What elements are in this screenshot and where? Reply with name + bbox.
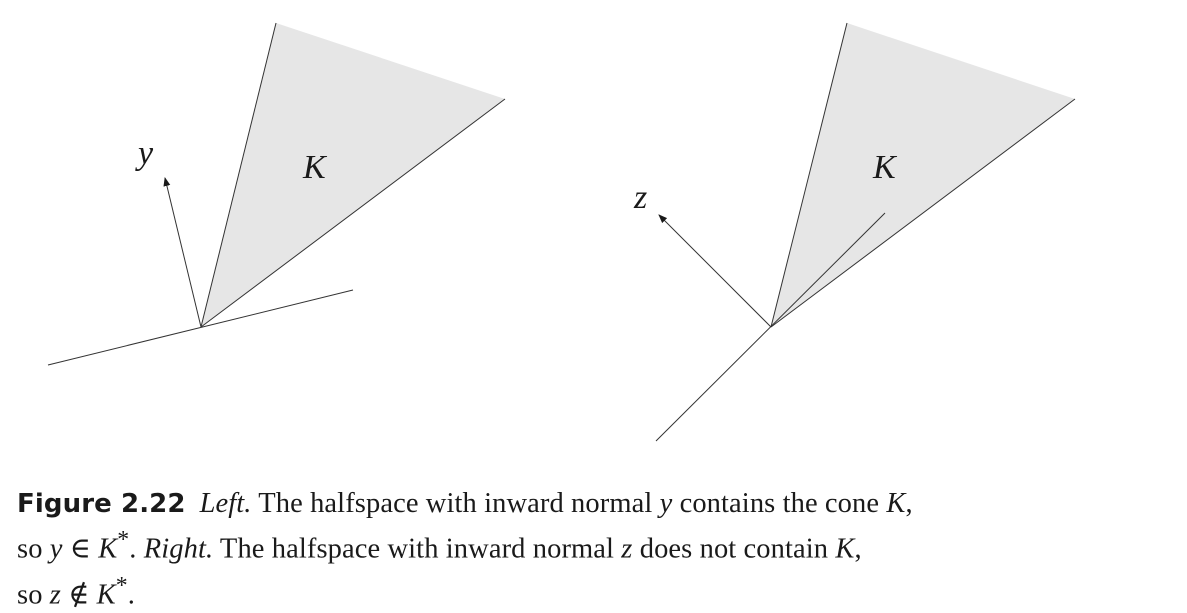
math-dual-star: *	[116, 573, 128, 599]
math-var-k: K	[97, 579, 116, 610]
left-cone-k	[201, 23, 505, 327]
caption-text: ,	[905, 488, 912, 519]
math-var-z: z	[50, 579, 61, 610]
caption-text: ,	[854, 534, 861, 565]
right-normal-vector-z	[659, 215, 771, 327]
left-panel: y K	[48, 23, 505, 365]
caption-line-3: so z ∉ K*.	[17, 568, 1137, 613]
caption-text: .	[128, 579, 135, 610]
left-cone-label: K	[302, 149, 328, 186]
caption-text: contains the cone	[672, 488, 886, 519]
figure-number: Figure 2.22	[17, 489, 186, 519]
math-var-k: K	[886, 488, 905, 519]
caption-text: The halfspace with inward normal	[213, 534, 621, 565]
math-not-element-of: ∉	[61, 579, 97, 610]
figure-diagram: y K z K	[0, 0, 1187, 470]
caption-text: so	[17, 579, 50, 610]
right-panel: z K	[633, 23, 1075, 441]
caption-text: does not contain	[633, 534, 836, 565]
caption-text: .	[129, 534, 143, 565]
left-halfspace-boundary	[48, 290, 353, 365]
math-var-k: K	[98, 534, 117, 565]
left-label: Left.	[200, 488, 252, 519]
math-var-k: K	[835, 534, 854, 565]
math-element-of: ∈	[63, 534, 99, 565]
math-var-y: y	[660, 488, 673, 519]
math-var-y: y	[50, 534, 63, 565]
figure-caption: Figure 2.22 Left. The halfspace with inwa…	[17, 486, 1137, 613]
left-normal-vector-y	[165, 178, 201, 327]
math-dual-star: *	[117, 527, 129, 553]
caption-line-1: Figure 2.22 Left. The halfspace with inwa…	[17, 486, 1137, 522]
left-normal-label: y	[135, 135, 154, 172]
right-cone-label: K	[872, 149, 898, 186]
caption-text: The halfspace with inward normal	[252, 488, 660, 519]
caption-text: so	[17, 534, 50, 565]
caption-line-2: so y ∈ K*. Right. The halfspace with inw…	[17, 522, 1137, 568]
right-label: Right.	[144, 534, 213, 565]
math-var-z: z	[621, 534, 632, 565]
right-normal-label: z	[633, 179, 647, 216]
